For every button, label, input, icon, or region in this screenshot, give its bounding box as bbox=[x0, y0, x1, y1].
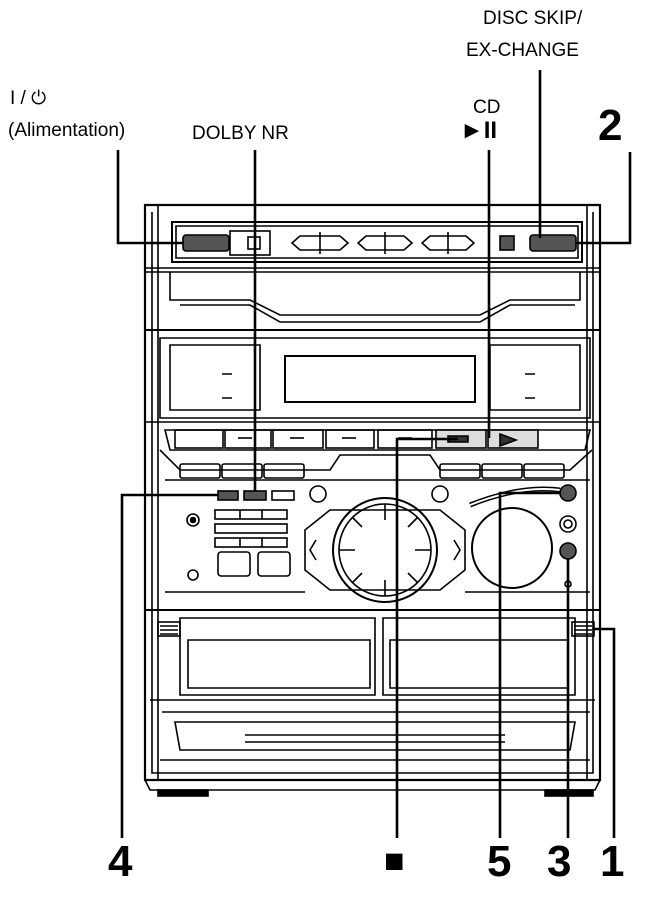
cassette-decks bbox=[145, 609, 600, 761]
callout-1-leader bbox=[594, 627, 616, 838]
function-button-row bbox=[159, 429, 593, 471]
cabinet-feet bbox=[157, 789, 594, 797]
callout-5: 5 bbox=[487, 837, 512, 886]
left-large-button-a[interactable] bbox=[217, 551, 251, 577]
jog-dial[interactable] bbox=[304, 497, 466, 603]
display-window bbox=[284, 355, 476, 403]
callout-3: 3 bbox=[547, 837, 572, 886]
cd-play-pause-label: ►II bbox=[460, 117, 498, 144]
left-round-button[interactable] bbox=[309, 485, 327, 503]
small-controls-row bbox=[165, 463, 590, 481]
button-3-target[interactable] bbox=[559, 542, 577, 560]
callout-2: 2 bbox=[598, 101, 623, 150]
dolby-nr-button[interactable] bbox=[243, 490, 267, 501]
power-button[interactable] bbox=[182, 234, 230, 252]
ex-change-small-button[interactable] bbox=[499, 235, 515, 251]
callout-1: 1 bbox=[600, 837, 625, 886]
display-section bbox=[145, 337, 600, 423]
right-control-panel bbox=[431, 484, 590, 593]
power-leader bbox=[116, 150, 183, 245]
stop-leader bbox=[395, 437, 458, 838]
callout-2-leader bbox=[576, 152, 632, 245]
leader-lines bbox=[116, 70, 632, 838]
button-4-target[interactable] bbox=[217, 490, 239, 501]
disc-skip-label: DISC SKIP/ bbox=[483, 8, 583, 29]
phones-jack bbox=[559, 515, 577, 533]
left-large-button-b[interactable] bbox=[257, 551, 291, 577]
volume-knob[interactable] bbox=[471, 507, 553, 589]
callout-5-leader bbox=[498, 491, 560, 838]
power-alimentation-label: (Alimentation) bbox=[8, 120, 126, 141]
left-control-panel bbox=[165, 485, 327, 593]
button-5-target[interactable] bbox=[559, 484, 577, 502]
stop-label: ■ bbox=[384, 842, 405, 880]
cabinet-outline bbox=[143, 203, 602, 791]
power-symbol-label: I / ⏻ bbox=[10, 88, 47, 109]
cd-top-buttons bbox=[182, 230, 577, 256]
ex-change-label: EX-CHANGE bbox=[466, 40, 579, 61]
cd-tray-section bbox=[145, 221, 600, 331]
cd-label: CD bbox=[473, 97, 501, 118]
disc-skip-button[interactable] bbox=[529, 234, 577, 252]
callout-4: 4 bbox=[108, 837, 133, 886]
dolby-nr-label: DOLBY NR bbox=[192, 123, 289, 144]
right-round-button[interactable] bbox=[431, 485, 449, 503]
disc-buttons bbox=[290, 232, 476, 254]
callout-4-leader bbox=[120, 493, 218, 838]
